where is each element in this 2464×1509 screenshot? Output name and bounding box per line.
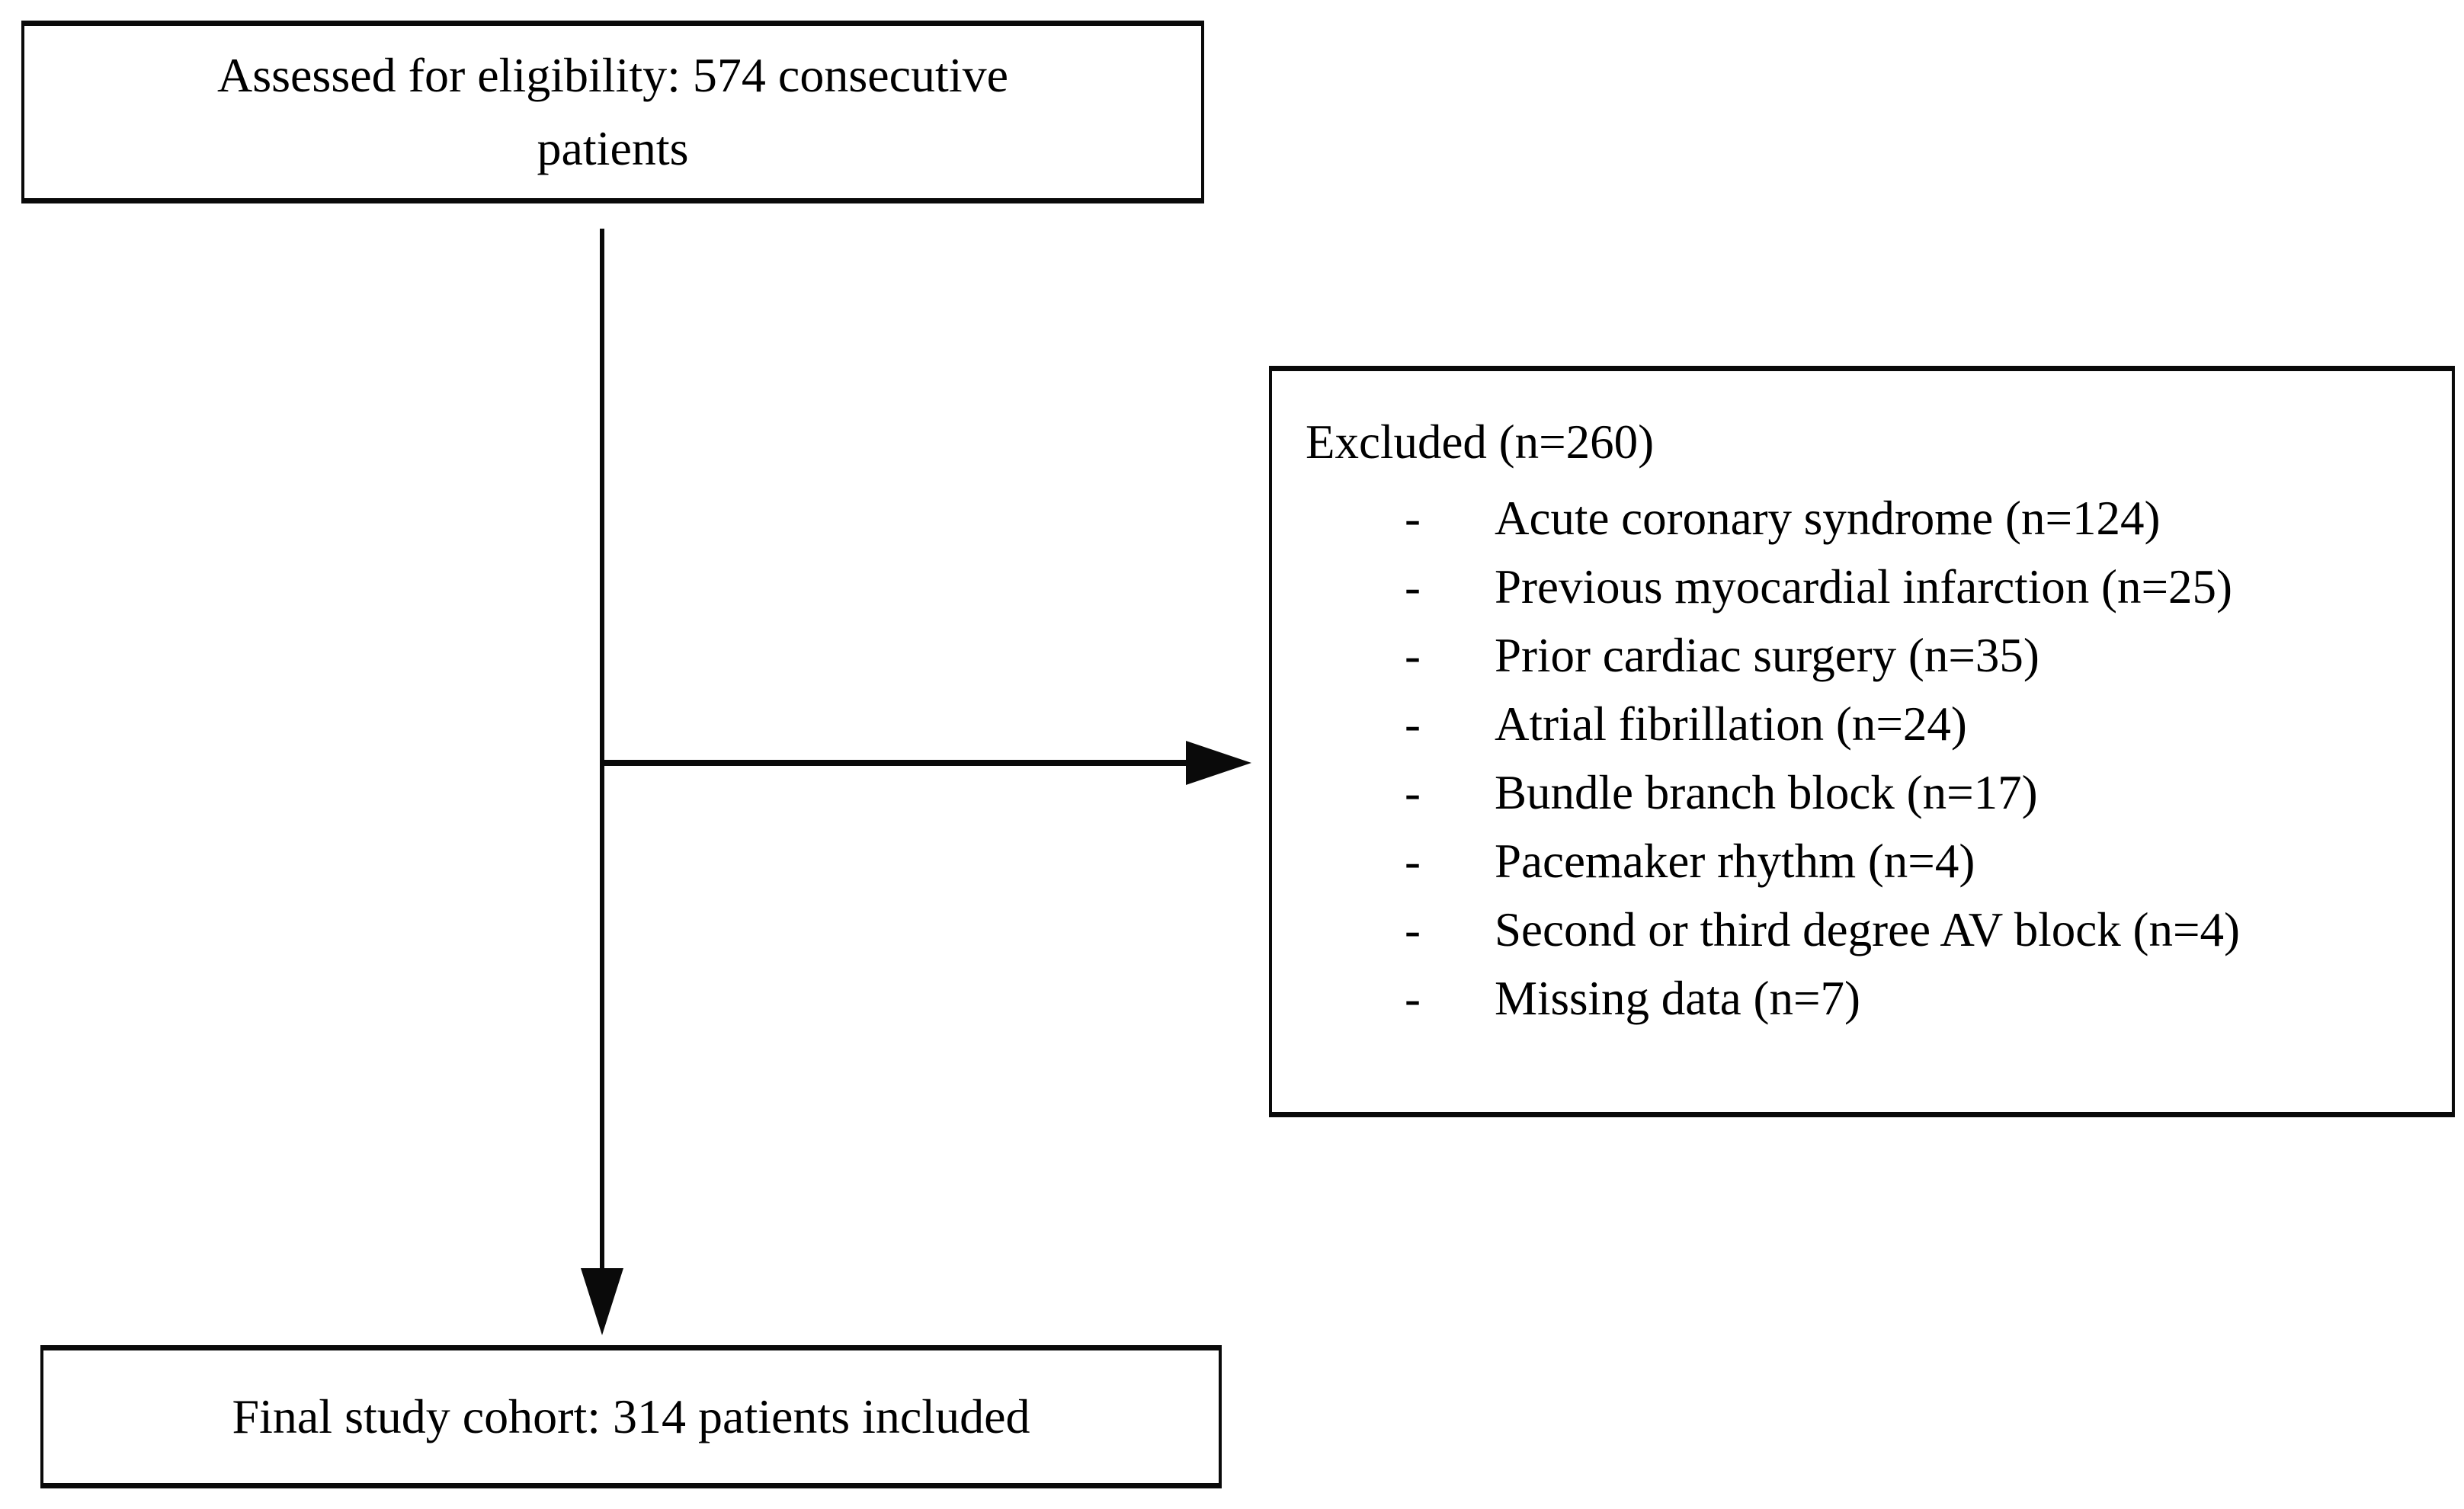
excluded-title: Excluded (n=260) bbox=[1306, 415, 1655, 469]
dash-bullet: - bbox=[1405, 903, 1421, 956]
excluded-item: - Prior cardiac surgery (n=35) bbox=[1306, 621, 2421, 690]
excluded-list: - Acute coronary syndrome (n=124) - Prev… bbox=[1306, 484, 2421, 1033]
dash-bullet: - bbox=[1405, 629, 1421, 682]
excluded-item: - Acute coronary syndrome (n=124) bbox=[1306, 484, 2421, 553]
dash-bullet: - bbox=[1405, 697, 1421, 751]
excluded-item-label: Bundle branch block (n=17) bbox=[1495, 766, 2038, 819]
excluded-item: - Atrial fibrillation (n=24) bbox=[1306, 690, 2421, 758]
down-arrow-head bbox=[581, 1268, 623, 1335]
excluded-item-label: Missing data (n=7) bbox=[1495, 972, 1860, 1025]
right-arrow-head bbox=[1186, 741, 1251, 785]
excluded-item-label: Second or third degree AV block (n=4) bbox=[1495, 903, 2241, 956]
excluded-item-label: Prior cardiac surgery (n=35) bbox=[1495, 629, 2039, 682]
assessed-eligibility-box: Assessed for eligibility: 574 consecutiv… bbox=[21, 21, 1204, 203]
dash-bullet: - bbox=[1405, 492, 1421, 545]
excluded-item: - Pacemaker rhythm (n=4) bbox=[1306, 827, 2421, 895]
dash-bullet: - bbox=[1405, 766, 1421, 819]
excluded-item-label: Atrial fibrillation (n=24) bbox=[1495, 697, 1967, 751]
excluded-box: Excluded (n=260) - Acute coronary syndro… bbox=[1269, 366, 2455, 1117]
excluded-item: - Second or third degree AV block (n=4) bbox=[1306, 895, 2421, 964]
assessed-eligibility-text-line2: patients bbox=[537, 121, 689, 175]
excluded-item: - Missing data (n=7) bbox=[1306, 964, 2421, 1033]
assessed-eligibility-text-line1: Assessed for eligibility: 574 consecutiv… bbox=[216, 48, 1009, 102]
final-cohort-text: Final study cohort: 314 patients include… bbox=[232, 1389, 1030, 1443]
excluded-item-label: Previous myocardial infarction (n=25) bbox=[1495, 560, 2233, 614]
excluded-item: - Bundle branch block (n=17) bbox=[1306, 758, 2421, 827]
final-cohort-box: Final study cohort: 314 patients include… bbox=[40, 1345, 1222, 1488]
dash-bullet: - bbox=[1405, 835, 1421, 888]
excluded-item: - Previous myocardial infarction (n=25) bbox=[1306, 553, 2421, 621]
excluded-item-label: Acute coronary syndrome (n=124) bbox=[1495, 492, 2161, 545]
dash-bullet: - bbox=[1405, 972, 1421, 1025]
dash-bullet: - bbox=[1405, 560, 1421, 614]
excluded-item-label: Pacemaker rhythm (n=4) bbox=[1495, 835, 1975, 888]
